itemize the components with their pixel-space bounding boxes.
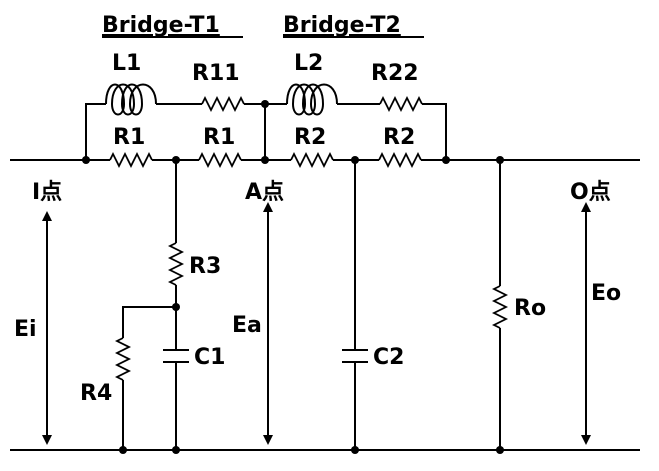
node-label-i: I点 xyxy=(32,179,62,205)
resistor-r3 xyxy=(167,242,185,286)
resistor-r2b xyxy=(378,151,422,169)
resistor-r4 xyxy=(114,337,132,381)
label-ro: Ro xyxy=(514,296,546,321)
resistor-r1b xyxy=(198,151,242,169)
junction-dot xyxy=(172,446,180,454)
junction-dot xyxy=(442,156,450,164)
label-l1: L1 xyxy=(112,51,141,76)
voltage-label-eo: Eo xyxy=(591,281,621,306)
resistor-r22 xyxy=(379,95,423,113)
junction-dot xyxy=(172,303,180,311)
bridge-t1-left-riser xyxy=(85,103,106,160)
bridge-t1-title: Bridge-T1 xyxy=(102,13,220,38)
label-r4: R4 xyxy=(80,381,112,406)
label-r2b: R2 xyxy=(383,125,415,150)
resistor-r11 xyxy=(201,95,245,113)
inductor-l2 xyxy=(286,83,338,116)
junction-dot xyxy=(119,446,127,454)
bridge-t2-right-riser xyxy=(422,103,447,160)
label-r11: R11 xyxy=(192,61,240,86)
bridge-t2-title: Bridge-T2 xyxy=(283,13,401,38)
junction-dot xyxy=(351,446,359,454)
label-c1: C1 xyxy=(194,345,225,370)
node-label-a: A点 xyxy=(245,179,284,205)
junction-dot xyxy=(172,156,180,164)
label-c2: C2 xyxy=(373,345,404,370)
resistor-r2a xyxy=(290,151,334,169)
junction-dot xyxy=(82,156,90,164)
node-label-o: O点 xyxy=(570,179,611,205)
label-r1a: R1 xyxy=(113,125,145,150)
voltage-label-ea: Ea xyxy=(232,313,262,338)
inductor-l1 xyxy=(105,83,157,116)
label-r1b: R1 xyxy=(203,125,235,150)
junction-dot xyxy=(261,100,269,108)
bridge-t1-right-riser xyxy=(244,103,266,160)
label-r22: R22 xyxy=(371,61,419,86)
resistor-r1a xyxy=(109,151,153,169)
junction-dot xyxy=(496,446,504,454)
label-r3: R3 xyxy=(189,254,221,279)
junction-dot xyxy=(351,156,359,164)
label-r2a: R2 xyxy=(294,125,326,150)
resistor-ro xyxy=(491,285,509,329)
voltage-label-ei: Ei xyxy=(14,317,37,342)
label-l2: L2 xyxy=(294,51,323,76)
junction-dot xyxy=(261,156,269,164)
junction-dot xyxy=(496,156,504,164)
r4-branch-wire xyxy=(122,306,176,338)
